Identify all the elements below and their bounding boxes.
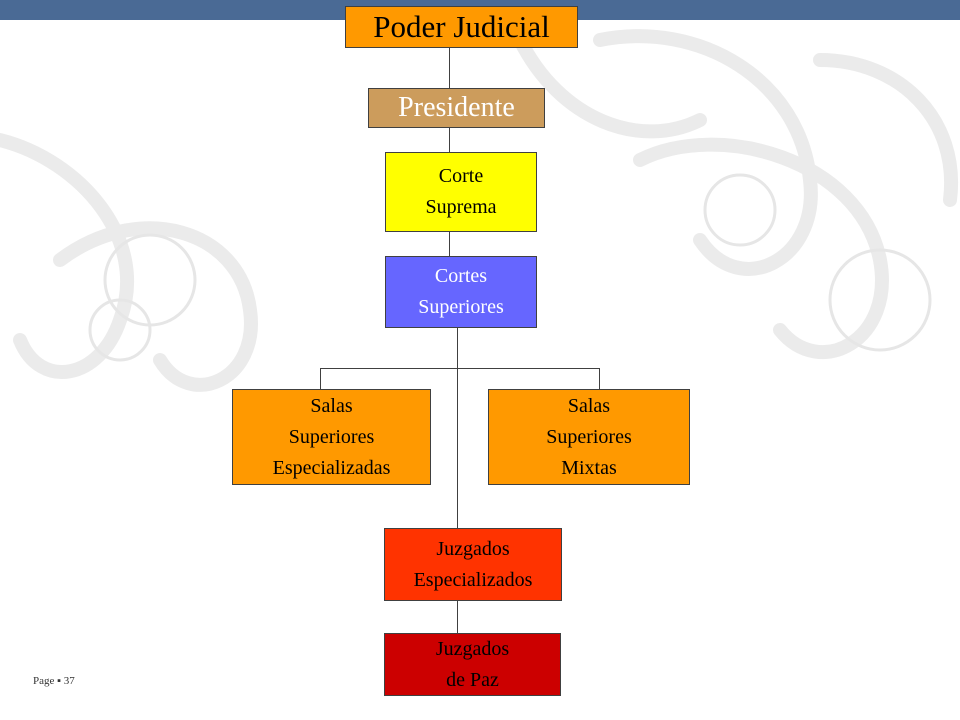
node-poder-judicial: Poder Judicial — [345, 6, 578, 48]
connector-line — [457, 601, 458, 633]
node-presidente: Presidente — [368, 88, 545, 128]
page-footer: Page ▪ 37 — [33, 675, 75, 687]
page-number: 37 — [63, 675, 75, 687]
connector-line — [320, 368, 321, 389]
node-salas-superiores-especializadas: Salas Superiores Especializadas — [232, 389, 431, 485]
node-cortes-superiores: Cortes Superiores — [385, 256, 537, 328]
node-juzgados-de-paz: Juzgados de Paz — [384, 633, 561, 696]
connector-line — [599, 368, 600, 389]
node-juzgados-especializados: Juzgados Especializados — [384, 528, 562, 601]
node-corte-suprema: Corte Suprema — [385, 152, 537, 232]
connector-line — [449, 48, 450, 88]
bullet-separator: ▪ — [57, 675, 62, 687]
connector-line — [320, 368, 600, 369]
connector-line — [449, 128, 450, 152]
page-label: Page — [33, 675, 55, 687]
node-salas-superiores-mixtas: Salas Superiores Mixtas — [488, 389, 690, 485]
connector-line — [449, 232, 450, 256]
connector-line — [457, 328, 458, 528]
